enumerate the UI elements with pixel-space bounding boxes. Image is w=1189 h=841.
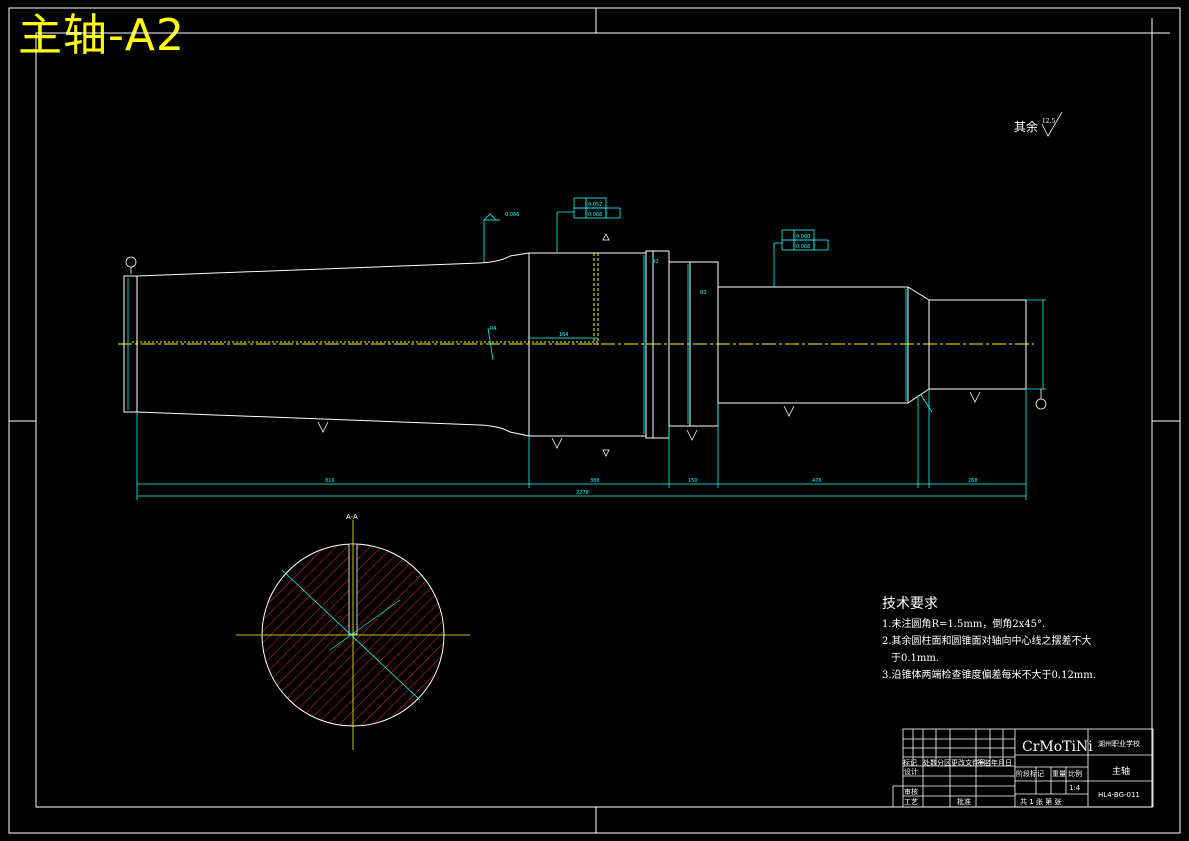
svg-text:0.066: 0.066 (796, 244, 810, 250)
tech-item-2-cont: 于0.1mm. (891, 653, 940, 664)
material-label: CrMoTiNi (1022, 739, 1093, 755)
section-label: A-A (346, 513, 358, 521)
roughness-label: 其余 (1014, 120, 1039, 134)
sheet-border (8, 7, 1181, 834)
tb-header-sign: 签名 (977, 759, 991, 767)
tb-header-count: 处数 (923, 759, 937, 767)
svg-text:0.057: 0.057 (588, 202, 602, 208)
tech-item-2: 2.其余圆柱面和圆锥面对轴向中心线之摆差不大 (882, 636, 1092, 647)
roughness-value: 12.5 (1041, 118, 1056, 125)
keyway (593, 253, 599, 345)
tb-header-file: 更改文件号 (951, 759, 986, 767)
tb-header-date: 年月日 (991, 759, 1012, 767)
svg-text:0.066: 0.066 (505, 212, 519, 218)
tolerance-frames (483, 197, 829, 251)
tb-ratio: 比例 (1068, 770, 1082, 778)
surface-roughness-note: 其余 12.5 (1014, 118, 1055, 135)
svg-text:386: 386 (590, 478, 600, 484)
dimensions (127, 211, 1046, 500)
tb-role-process: 工艺 (904, 798, 918, 806)
scale-value: 1:4 (1069, 784, 1081, 792)
tb-weight: 重量 (1052, 770, 1066, 778)
watermark-title: 主轴-A2 (18, 10, 185, 61)
sheet-count: 共 1 张 第 张 (1020, 798, 1062, 806)
svg-text:150: 150 (688, 478, 698, 484)
tech-title: 技术要求 (882, 596, 938, 612)
section-view (236, 520, 470, 750)
svg-text:R3: R3 (700, 290, 707, 296)
svg-text:268: 268 (968, 478, 978, 484)
dimension-texts: 816 386 150 476 268 2278 164 0.066 0.057… (325, 202, 978, 496)
title-block-grid (892, 728, 1154, 808)
tb-header-mark: 标记 (903, 759, 917, 767)
part-name: 主轴 (1112, 767, 1131, 777)
school-name: 湖州职业学校 (1098, 740, 1140, 748)
svg-text:476: 476 (812, 478, 822, 484)
svg-text:0.066: 0.066 (588, 212, 602, 218)
svg-text:164: 164 (559, 332, 569, 338)
symbols (125, 111, 1063, 457)
svg-text:816: 816 (325, 478, 335, 484)
tech-item-3: 3.沿锥体两端检查锥度偏差每米不大于0.12mm. (882, 670, 1096, 681)
tb-role-approve: 批准 (957, 798, 971, 806)
technical-requirements: 技术要求 1.未注圆角R=1.5mm，倒角2x45°. 2.其余圆柱面和圆锥面对… (882, 596, 1096, 684)
svg-text:R4: R4 (490, 326, 497, 332)
svg-text:2278: 2278 (576, 490, 589, 496)
tb-role-design: 设计 (904, 768, 918, 776)
svg-text:R2: R2 (652, 259, 659, 265)
drawing-code: HL4-BG-011 (1098, 791, 1140, 799)
tb-stage: 阶段标记 (1016, 770, 1044, 778)
tb-role-review: 审核 (904, 788, 918, 796)
tech-item-1: 1.未注圆角R=1.5mm，倒角2x45°. (882, 619, 1046, 630)
svg-text:0.060: 0.060 (796, 234, 810, 240)
tb-header-zone: 分区 (937, 759, 951, 767)
